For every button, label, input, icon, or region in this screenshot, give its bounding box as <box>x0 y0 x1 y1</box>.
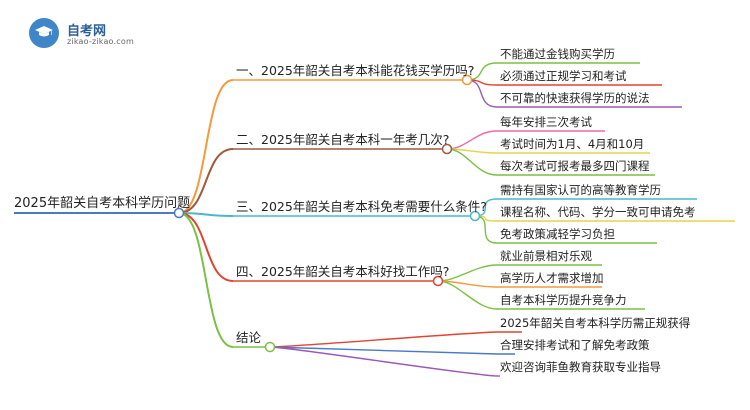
leaf-topic: 课程名称、代码、学分一致可申请免考 <box>500 205 696 219</box>
branch-node <box>461 74 473 86</box>
branch-connector <box>178 148 234 214</box>
leaf-topic: 不能通过金钱购买学历 <box>500 47 615 61</box>
logo-url: zikao-zikao.com <box>67 37 134 46</box>
branch-topic: 结论 <box>236 330 262 345</box>
branch-topic: 四、2025年韶关自考本科好找工作吗? <box>236 264 450 279</box>
leaf-topic: 就业前景相对乐观 <box>500 249 592 263</box>
root-node <box>173 207 185 219</box>
leaf-connector <box>269 346 498 377</box>
site-logo: 自考网 zikao-zikao.com <box>29 18 149 50</box>
branch-node <box>469 210 481 222</box>
leaf-connector <box>269 346 498 355</box>
leaf-topic: 必须通过正规学习和考试 <box>500 69 627 83</box>
leaf-topic: 合理安排考试和了解免考政策 <box>500 338 650 352</box>
leaf-connector <box>466 79 498 108</box>
leaf-topic: 每年安排三次考试 <box>500 115 592 129</box>
leaf-topic: 考试时间为1月、4月和10月 <box>500 137 645 151</box>
graduation-cap-icon <box>29 18 59 48</box>
leaf-connector <box>446 148 498 176</box>
branch-node <box>432 275 444 287</box>
branch-connector <box>178 212 234 282</box>
branch-topic: 一、2025年韶关自考本科能花钱买学历吗? <box>236 63 475 78</box>
root-topic: 2025年韶关自考本科学历问题 <box>14 196 191 211</box>
leaf-connector <box>437 280 498 288</box>
leaf-topic: 每次考试可报考最多四门课程 <box>500 159 650 173</box>
branch-topic: 二、2025年韶关自考本科一年考几次? <box>236 132 450 147</box>
leaf-topic: 2025年韶关自考本科学历需正规获得 <box>500 316 691 330</box>
leaf-topic: 高学历人才需求增加 <box>500 271 604 285</box>
leaf-connector <box>437 280 498 310</box>
branch-node <box>264 341 276 353</box>
leaf-connector <box>269 331 498 348</box>
leaf-topic: 免考政策减轻学习负担 <box>500 227 615 241</box>
leaf-topic: 需持有国家认可的高等教育学历 <box>500 183 661 197</box>
leaf-topic: 自考本科学历提升竞争力 <box>500 293 627 307</box>
branch-connector <box>178 79 234 214</box>
leaf-topic: 欢迎咨询菲鱼教育获取专业指导 <box>500 360 661 374</box>
logo-name: 自考网 <box>67 24 107 39</box>
leaf-connector <box>446 130 498 150</box>
leaf-topic: 不可靠的快速获得学历的说法 <box>500 91 650 105</box>
branch-topic: 三、2025年韶关自考本科免考需要什么条件? <box>236 199 487 214</box>
branch-connector <box>178 212 234 348</box>
branch-node <box>441 143 453 155</box>
branch-connector <box>178 212 234 217</box>
